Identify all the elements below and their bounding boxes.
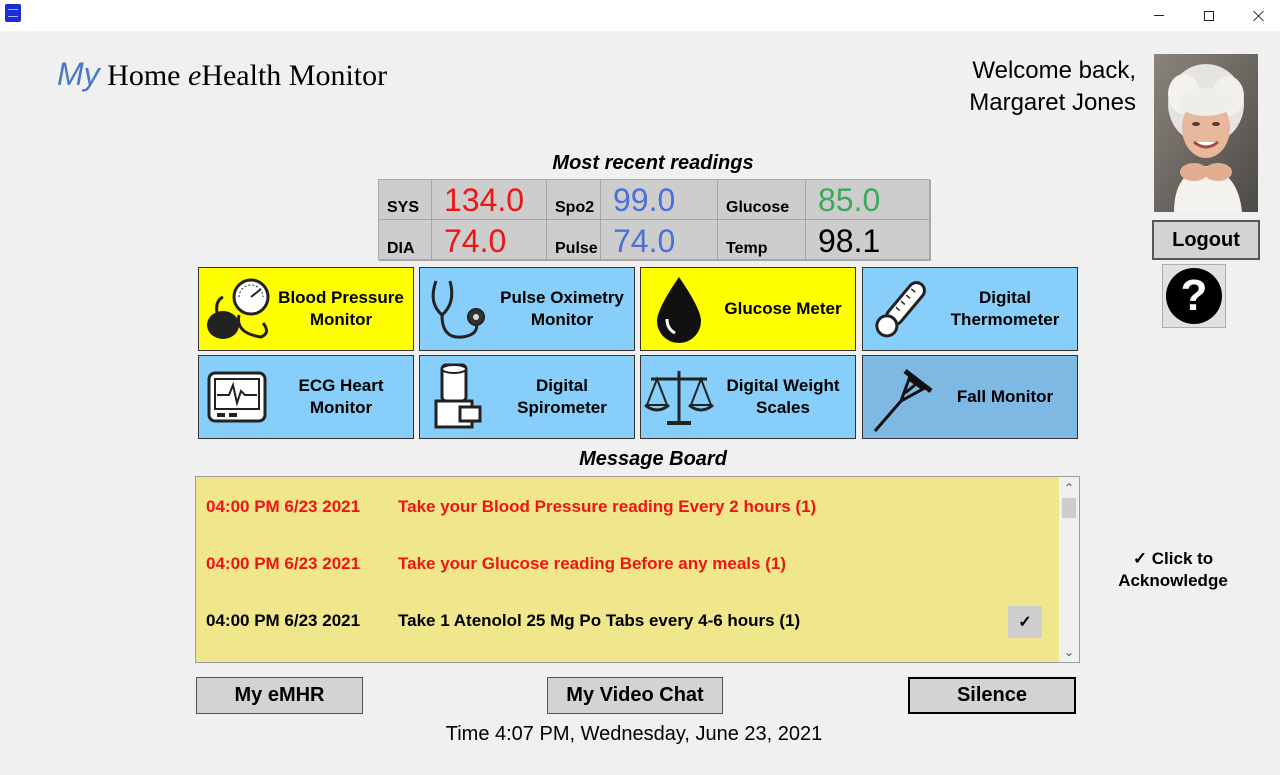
maximize-icon — [1204, 10, 1214, 21]
my-emhr-button[interactable]: My eMHR — [196, 677, 363, 714]
scroll-down-icon[interactable]: ⌄ — [1063, 644, 1075, 659]
stethoscope-icon — [420, 269, 496, 349]
digital-weight-scales-button[interactable]: Digital Weight Scales — [640, 355, 856, 439]
app-title-e: e — [187, 59, 202, 92]
scroll-up-icon[interactable]: ⌃ — [1063, 480, 1075, 495]
message-text: Take your Blood Pressure reading Every 2… — [398, 497, 817, 516]
window-title-bar — [0, 0, 1280, 31]
digital-spirometer-button[interactable]: Digital Spirometer — [419, 355, 635, 439]
digital-thermometer-label: Digital Thermometer — [950, 288, 1060, 329]
digital-spirometer-label: Digital Spirometer — [517, 376, 607, 417]
welcome-user-name: Margaret Jones — [969, 89, 1136, 116]
message-board-scrollbar[interactable]: ⌃ ⌄ — [1059, 477, 1079, 662]
acknowledge-hint-line-1: ✓ Click to — [1132, 549, 1214, 568]
help-icon: ? — [1166, 268, 1222, 324]
minimize-icon — [1154, 15, 1164, 16]
user-photo-icon — [1154, 54, 1258, 212]
glucose-meter-button[interactable]: Glucose Meter — [640, 267, 856, 351]
message-text: Take 1 Atenolol 25 Mg Po Tabs every 4-6 … — [398, 611, 801, 630]
message-text: Take your Glucose reading Before any mea… — [398, 554, 786, 573]
ecg-monitor-icon — [199, 357, 275, 437]
dia-label: DIA — [379, 220, 432, 261]
message-board[interactable]: 04:00 PM 6/23 2021 Take your Blood Pressu… — [195, 476, 1080, 663]
dia-value: 74.0 — [432, 220, 547, 261]
ecg-heart-monitor-button[interactable]: ECG Heart Monitor — [198, 355, 414, 439]
temp-label: Temp — [718, 220, 806, 261]
temp-value: 98.1 — [806, 220, 931, 261]
readings-heading: Most recent readings — [552, 152, 754, 174]
blood-pressure-gauge-icon — [199, 269, 275, 349]
ecg-heart-monitor-label: ECG Heart Monitor — [298, 376, 384, 417]
fall-monitor-button[interactable]: Fall Monitor — [862, 355, 1078, 439]
blood-pressure-monitor-label: Blood Pressure Monitor — [278, 288, 404, 329]
thermometer-icon — [863, 269, 939, 349]
acknowledge-hint: ✓ Click to Acknowledge — [1108, 548, 1238, 592]
maximize-button[interactable] — [1186, 0, 1232, 31]
app-title: My Home eHealth Monitor — [57, 56, 387, 93]
list-item[interactable]: 04:00 PM 6/23 2021 Take your Glucose read… — [206, 554, 786, 574]
message-board-heading: Message Board — [579, 448, 727, 470]
spirometer-icon — [420, 357, 496, 437]
pulse-value: 74.0 — [601, 220, 718, 261]
list-item[interactable]: 04:00 PM 6/23 2021 Take your Blood Pressu… — [206, 497, 816, 517]
glucose-meter-label: Glucose Meter — [724, 299, 842, 318]
app-title-my: My — [57, 56, 100, 92]
blood-drop-icon — [641, 269, 717, 349]
app-title-home: Home — [107, 59, 181, 92]
scrollbar-thumb[interactable] — [1062, 498, 1076, 518]
pulse-oximetry-monitor-label: Pulse Oximetry Monitor — [500, 288, 624, 329]
help-button[interactable]: ? — [1162, 264, 1226, 328]
sys-label: SYS — [379, 180, 432, 220]
pulse-oximetry-monitor-button[interactable]: Pulse Oximetry Monitor — [419, 267, 635, 351]
spo2-label: Spo2 — [547, 180, 601, 220]
acknowledge-hint-line-2: Acknowledge — [1118, 571, 1228, 590]
acknowledge-checkmark-button[interactable]: ✓ — [1008, 606, 1042, 638]
readings-table: SYS 134.0 Spo2 99.0 Glucose 85.0 DIA 74.… — [378, 179, 931, 261]
pulse-label: Pulse — [547, 220, 601, 261]
glucose-value: 85.0 — [806, 180, 931, 220]
welcome-line-1: Welcome back, — [972, 57, 1136, 84]
message-time: 04:00 PM 6/23 2021 — [206, 497, 361, 516]
sys-value: 134.0 — [432, 180, 547, 220]
app-title-health: Health Monitor — [201, 59, 388, 92]
close-button[interactable] — [1236, 0, 1280, 31]
digital-weight-scales-label: Digital Weight Scales — [726, 376, 840, 417]
app-icon — [5, 4, 21, 22]
silence-button[interactable]: Silence — [908, 677, 1076, 714]
blood-pressure-monitor-button[interactable]: Blood Pressure Monitor — [198, 267, 414, 351]
close-icon — [1253, 10, 1265, 22]
my-video-chat-button[interactable]: My Video Chat — [547, 677, 723, 714]
logout-button[interactable]: Logout — [1152, 220, 1260, 260]
list-item[interactable]: 04:00 PM 6/23 2021 Take 1 Atenolol 25 Mg … — [206, 611, 800, 631]
digital-thermometer-button[interactable]: Digital Thermometer — [862, 267, 1078, 351]
welcome-message: Welcome back, Margaret Jones — [930, 55, 1136, 119]
balance-scale-icon — [641, 357, 717, 437]
glucose-label: Glucose — [718, 180, 806, 220]
crutch-icon — [863, 357, 939, 437]
fall-monitor-label: Fall Monitor — [956, 387, 1054, 406]
message-time: 04:00 PM 6/23 2021 — [206, 611, 361, 630]
minimize-button[interactable] — [1136, 0, 1182, 31]
current-time: Time 4:07 PM, Wednesday, June 23, 2021 — [445, 723, 823, 745]
spo2-value: 99.0 — [601, 180, 718, 220]
message-time: 04:00 PM 6/23 2021 — [206, 554, 361, 573]
avatar — [1154, 54, 1258, 212]
